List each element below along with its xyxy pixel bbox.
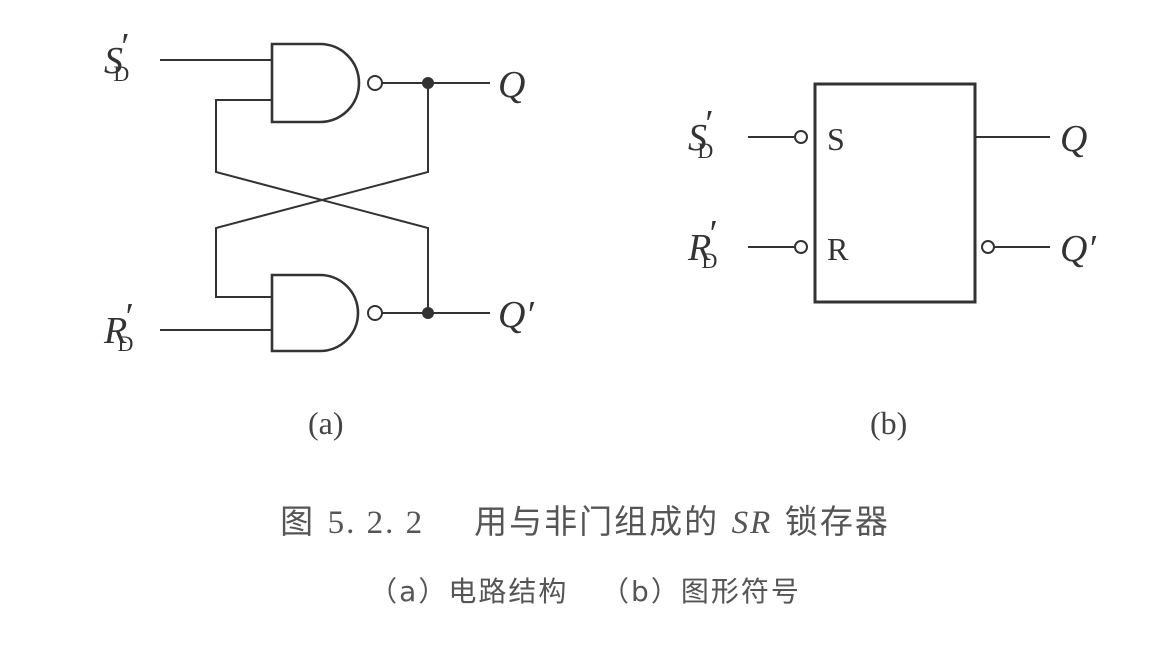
symbol-b: S R S′D R′D Q Q′ (b) (687, 82, 1096, 441)
q-label-b: Q (1060, 118, 1087, 160)
inverter-bubble-bottom (367, 305, 383, 321)
figure-title-sr: SR (731, 505, 773, 541)
caption-b: (b) (870, 405, 907, 441)
sd-label-b: S′D (688, 103, 713, 163)
subcaption-a: （a）电路结构 (369, 575, 569, 608)
figure-subcaption: （a）电路结构 （b）图形符号 (0, 570, 1170, 610)
figure-title: 图 5. 2. 2 用与非门组成的 SR 锁存器 (0, 495, 1170, 543)
q-label: Q (498, 64, 525, 106)
feedback-q-to-bottom (215, 83, 429, 298)
circuit-a: S′D R′D Q Q′ (a) (103, 26, 534, 441)
pin-r-label: R (827, 231, 849, 267)
figure-label: 图 (280, 502, 316, 541)
figure-title-before: 用与非门组成的 (474, 502, 720, 541)
qn-output-bubble (981, 240, 995, 254)
qn-label: Q′ (498, 294, 534, 336)
r-input-bubble (794, 240, 808, 254)
qn-label-b: Q′ (1060, 228, 1096, 270)
figure-number: 5. 2. 2 (327, 505, 425, 541)
pin-s-label: S (827, 121, 845, 157)
feedback-qn-to-top (215, 99, 429, 313)
s-input-bubble (794, 130, 808, 144)
latch-box (813, 82, 977, 304)
inverter-bubble-top (367, 75, 383, 91)
rd-label-b: R′D (687, 213, 717, 273)
nand-gate-bottom (270, 273, 360, 353)
caption-a: (a) (308, 405, 344, 441)
rd-label: R′D (103, 296, 133, 356)
subcaption-b: （b）图形符号 (601, 575, 801, 608)
nand-gate-top (270, 42, 361, 124)
figure-title-after: 锁存器 (784, 502, 890, 541)
sd-label: S′D (104, 26, 129, 86)
